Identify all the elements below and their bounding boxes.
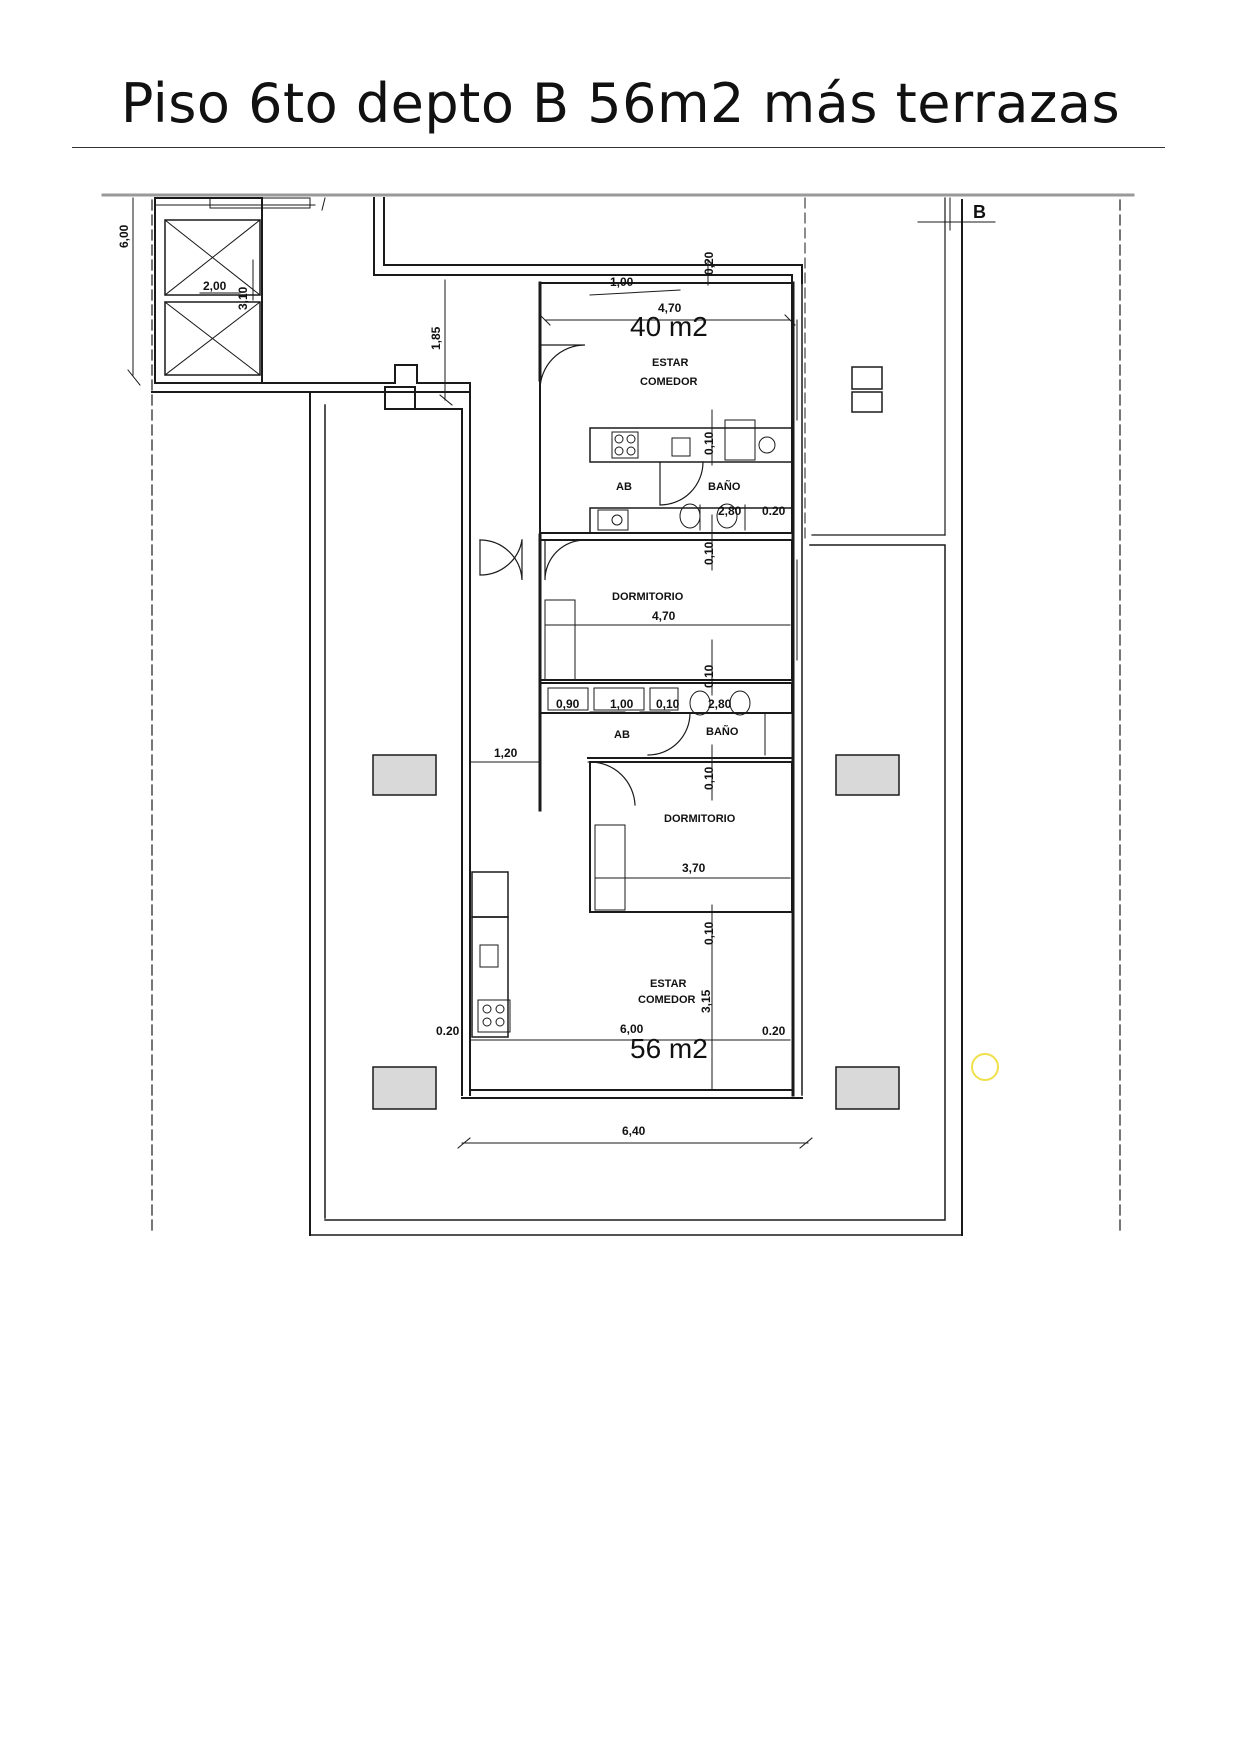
planter-top-right — [851, 366, 883, 390]
planter-left-mid — [372, 754, 437, 796]
dim-0-10-d: 0,10 — [656, 697, 680, 711]
unit-40-bedroom-label: DORMITORIO — [612, 591, 684, 603]
dim-2-80-a: 2,80 — [718, 504, 742, 518]
dim-0-20-top: 0,20 — [702, 251, 716, 275]
dim-0-10-f: 0,10 — [702, 921, 716, 945]
cursor-indicator — [971, 1053, 999, 1081]
dim-0-10-e: 0,10 — [702, 766, 716, 790]
unit-40-living-label-1: ESTAR — [652, 357, 689, 369]
unit-40-living-label-2: COMEDOR — [640, 376, 698, 388]
dim-6-40: 6,40 — [622, 1124, 646, 1138]
dim-1-00-top: 1,00 — [610, 275, 634, 289]
dim-4-70-top: 4,70 — [658, 301, 682, 315]
dim-3-10: 3,10 — [236, 286, 250, 310]
planter-right-mid — [835, 754, 900, 796]
dim-0-10-b: 0,10 — [702, 541, 716, 565]
unit-56-living-label-1: ESTAR — [650, 978, 687, 990]
unit-56-area: 56 m2 — [630, 1033, 708, 1064]
planter-left-bottom — [372, 1066, 437, 1110]
dim-2-00: 2,00 — [203, 279, 227, 293]
unit-40-area: 40 m2 — [630, 311, 708, 342]
page-title: Piso 6to depto B 56m2 más terrazas — [120, 72, 1121, 135]
dim-0-20-right: 0.20 — [762, 1024, 786, 1038]
title-underline — [72, 147, 1165, 148]
planter-right-bottom — [835, 1066, 900, 1110]
dim-3-70: 3,70 — [682, 861, 706, 875]
dim-0-10-c: 0,10 — [702, 664, 716, 688]
unit-40-ab-label: AB — [616, 481, 632, 493]
dim-1-00-mid: 1,00 — [610, 697, 634, 711]
dim-0-90: 0,90 — [556, 697, 580, 711]
dim-6-00-bottom: 6,00 — [620, 1022, 644, 1036]
unit-40-bath-label: BAÑO — [708, 480, 741, 493]
dim-4-70-mid: 4,70 — [652, 609, 676, 623]
dim-2-80-b: 2,80 — [708, 697, 732, 711]
dim-0-20-left: 0.20 — [436, 1024, 460, 1038]
dim-0-10-a: 0,10 — [702, 431, 716, 455]
dim-3-15: 3,15 — [699, 989, 713, 1013]
unit-56-bath-label: BAÑO — [706, 725, 739, 738]
terrace-outline — [324, 544, 946, 1221]
dim-1-85: 1,85 — [429, 326, 443, 350]
dim-1-20: 1,20 — [494, 746, 518, 760]
unit-56-ab-label: AB — [614, 729, 630, 741]
elevator-shafts — [154, 197, 263, 384]
dim-0-20-a: 0.20 — [762, 504, 786, 518]
unit-56-bedroom-label: DORMITORIO — [664, 813, 736, 825]
section-marker: B — [973, 202, 986, 222]
dim-6-00-top: 6,00 — [117, 224, 131, 248]
unit-56-living-label-2: COMEDOR — [638, 994, 696, 1006]
